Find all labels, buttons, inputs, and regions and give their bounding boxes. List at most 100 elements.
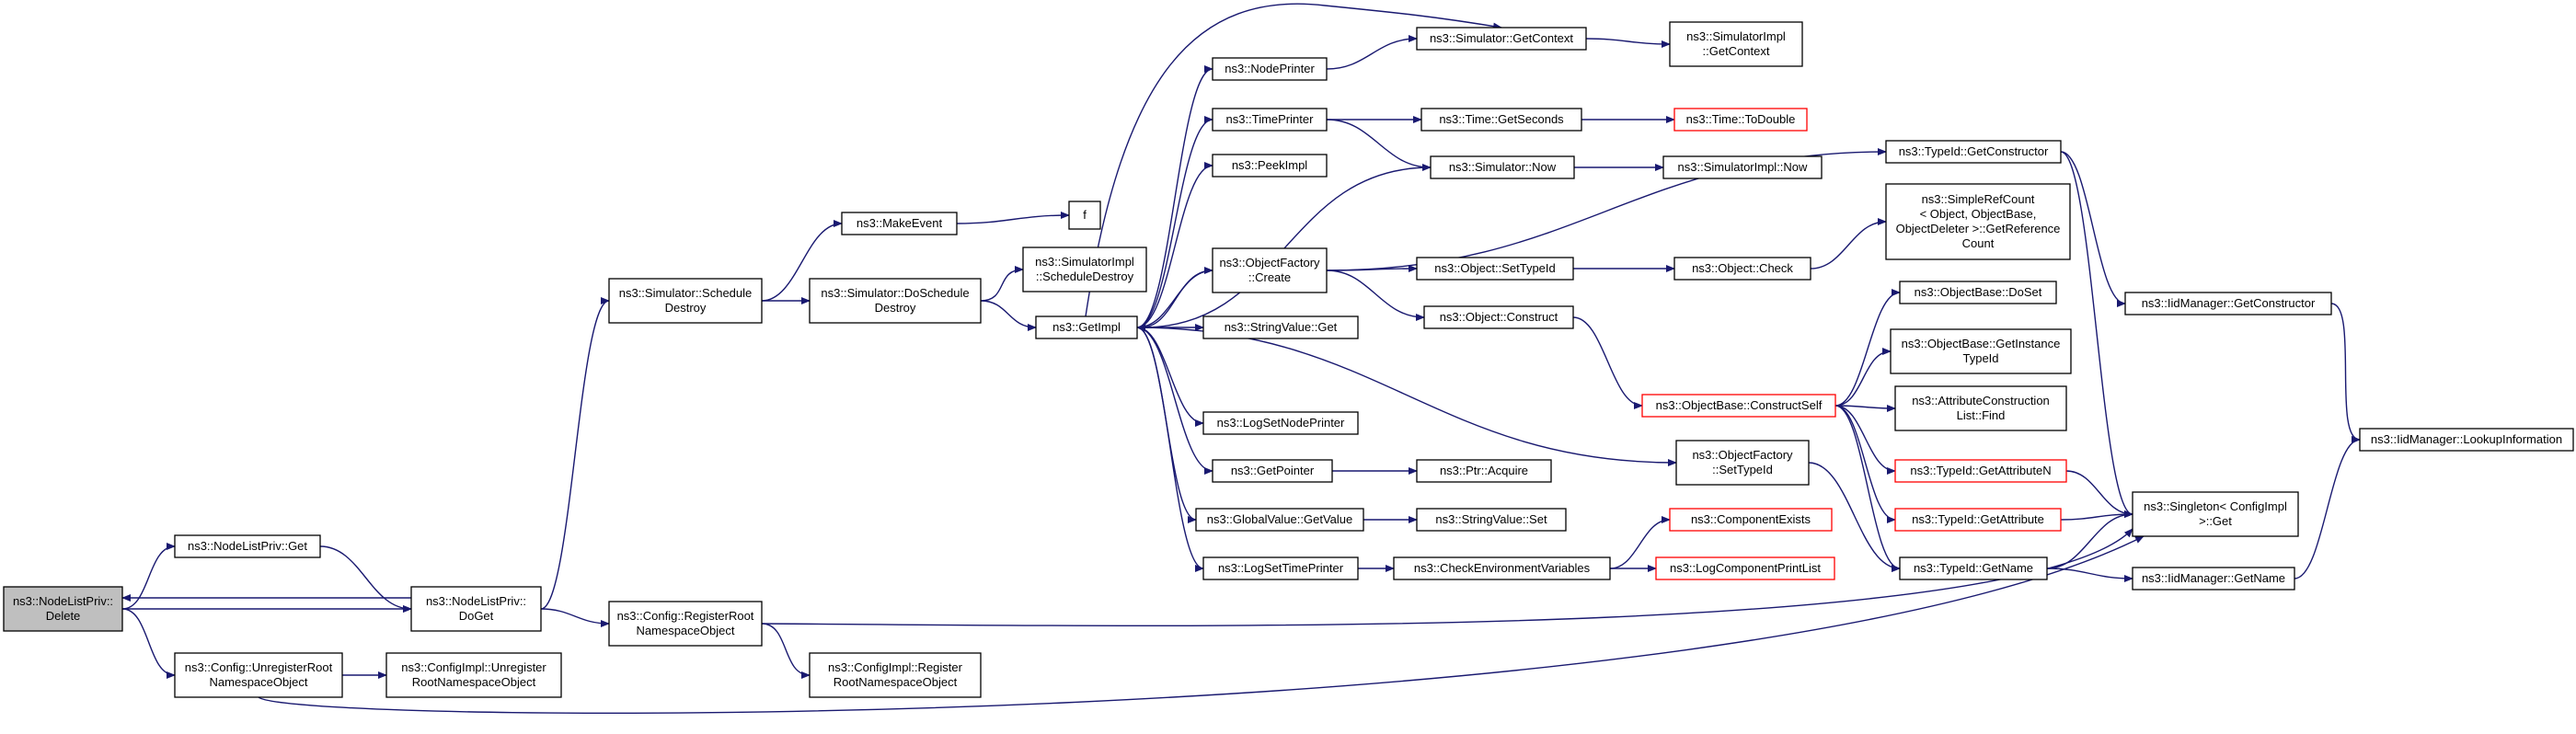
node-unreg[interactable]: ns3::Config::UnregisterRootNamespaceObje…	[174, 652, 343, 698]
node-doget[interactable]: ns3::NodeListPriv::DoGet	[410, 586, 542, 632]
node-getimpl-box[interactable]	[1035, 315, 1138, 339]
node-tidgetctor-box[interactable]	[1885, 140, 2062, 164]
node-ciunreg-box[interactable]	[385, 652, 562, 698]
node-iidgetname-box[interactable]	[2132, 567, 2295, 591]
node-doschedd-box[interactable]	[809, 278, 982, 324]
node-strvalset-box[interactable]	[1416, 508, 1567, 532]
node-logsettime-box[interactable]	[1202, 556, 1359, 580]
node-timeprinter-box[interactable]	[1212, 108, 1328, 132]
node-obdoset[interactable]: ns3::ObjectBase::DoSet	[1899, 281, 2057, 304]
node-checkenv[interactable]: ns3::CheckEnvironmentVariables	[1393, 556, 1611, 580]
node-logsettime[interactable]: ns3::LogSetTimePrinter	[1202, 556, 1359, 580]
node-peekimpl-box[interactable]	[1212, 154, 1328, 178]
node-timegetsec-box[interactable]	[1420, 108, 1582, 132]
node-unreg-box[interactable]	[174, 652, 343, 698]
node-regroot-box[interactable]	[608, 601, 763, 647]
node-simplerefcount[interactable]: ns3::SimpleRefCount< Object, ObjectBase,…	[1885, 183, 2071, 260]
node-schedd[interactable]: ns3::Simulator::ScheduleDestroy	[608, 278, 763, 324]
node-getimpl[interactable]: ns3::GetImpl	[1035, 315, 1138, 339]
node-timetodouble-box[interactable]	[1673, 108, 1808, 132]
node-timeprinter[interactable]: ns3::TimePrinter	[1212, 108, 1328, 132]
node-objcheck-box[interactable]	[1673, 257, 1811, 281]
node-cireg-box[interactable]	[809, 652, 982, 698]
node-checkenv-box[interactable]	[1393, 556, 1611, 580]
node-gvgetvalue[interactable]: ns3::GlobalValue::GetValue	[1195, 508, 1364, 532]
node-obconstructself[interactable]: ns3::ObjectBase::ConstructSelf	[1641, 394, 1836, 418]
node-simplerefcount-box[interactable]	[1885, 183, 2071, 260]
node-tidgetctor[interactable]: ns3::TypeId::GetConstructor	[1885, 140, 2062, 164]
node-objcheck[interactable]: ns3::Object::Check	[1673, 257, 1811, 281]
node-simnow[interactable]: ns3::Simulator::Now	[1430, 155, 1575, 179]
node-doget-box[interactable]	[410, 586, 542, 632]
node-iidlookup-box[interactable]	[2359, 428, 2574, 452]
node-getpointer-box[interactable]	[1212, 459, 1333, 483]
node-logsetnode[interactable]: ns3::LogSetNodePrinter	[1202, 411, 1359, 435]
node-ofcreate[interactable]: ns3::ObjectFactory::Create	[1212, 247, 1328, 293]
node-logsetnode-box[interactable]	[1202, 411, 1359, 435]
node-ptracquire-box[interactable]	[1416, 459, 1552, 483]
node-simgetctx[interactable]: ns3::Simulator::GetContext	[1416, 27, 1587, 51]
node-obconstructself-box[interactable]	[1641, 394, 1836, 418]
node-logcompprint[interactable]: ns3::LogComponentPrintList	[1655, 556, 1835, 580]
node-makeevent-box[interactable]	[841, 212, 958, 235]
node-peekimpl[interactable]: ns3::PeekImpl	[1212, 154, 1328, 178]
node-ciunreg[interactable]: ns3::ConfigImpl::UnregisterRootNamespace…	[385, 652, 562, 698]
node-f-box[interactable]	[1068, 201, 1101, 230]
node-objconstruct[interactable]: ns3::Object::Construct	[1423, 305, 1574, 329]
node-getpointer[interactable]: ns3::GetPointer	[1212, 459, 1333, 483]
node-objsettid[interactable]: ns3::Object::SetTypeId	[1416, 257, 1574, 281]
node-ofsettid-box[interactable]	[1675, 440, 1810, 486]
node-simgetctx-box[interactable]	[1416, 27, 1587, 51]
node-timegetsec[interactable]: ns3::Time::GetSeconds	[1420, 108, 1582, 132]
node-simimplnow-box[interactable]	[1662, 155, 1823, 179]
node-nlpget-box[interactable]	[174, 534, 321, 558]
node-singleton-box[interactable]	[2132, 491, 2299, 537]
node-objconstruct-box[interactable]	[1423, 305, 1574, 329]
node-simimplsd-box[interactable]	[1022, 247, 1147, 292]
node-makeevent[interactable]: ns3::MakeEvent	[841, 212, 958, 235]
node-simnow-box[interactable]	[1430, 155, 1575, 179]
node-obdoset-box[interactable]	[1899, 281, 2057, 304]
node-simimplgetctx-box[interactable]	[1669, 21, 1803, 67]
node-simimplnow[interactable]: ns3::SimulatorImpl::Now	[1662, 155, 1823, 179]
node-tidgetname[interactable]: ns3::TypeId::GetName	[1899, 556, 2048, 580]
node-schedd-box[interactable]	[608, 278, 763, 324]
node-compexists[interactable]: ns3::ComponentExists	[1669, 508, 1833, 532]
node-singleton[interactable]: ns3::Singleton< ConfigImpl>::Get	[2132, 491, 2299, 537]
node-f[interactable]: f	[1068, 201, 1101, 230]
node-strvalset[interactable]: ns3::StringValue::Set	[1416, 508, 1567, 532]
node-strvalget-box[interactable]	[1202, 315, 1359, 339]
node-iidlookup[interactable]: ns3::IidManager::LookupInformation	[2359, 428, 2574, 452]
node-strvalget[interactable]: ns3::StringValue::Get	[1202, 315, 1359, 339]
node-nodeprinter-box[interactable]	[1212, 57, 1328, 81]
node-root[interactable]: ns3::NodeListPriv::Delete	[3, 586, 123, 632]
node-gvgetvalue-box[interactable]	[1195, 508, 1364, 532]
node-acfind-box[interactable]	[1894, 385, 2067, 431]
node-iidgetctor[interactable]: ns3::IidManager::GetConstructor	[2124, 292, 2332, 315]
node-tidgetattrn[interactable]: ns3::TypeId::GetAttributeN	[1894, 459, 2067, 483]
node-logcompprint-box[interactable]	[1655, 556, 1835, 580]
node-tidgetattr-box[interactable]	[1894, 508, 2062, 532]
node-cireg[interactable]: ns3::ConfigImpl::RegisterRootNamespaceOb…	[809, 652, 982, 698]
node-nodeprinter[interactable]: ns3::NodePrinter	[1212, 57, 1328, 81]
node-timetodouble[interactable]: ns3::Time::ToDouble	[1673, 108, 1808, 132]
node-ofcreate-box[interactable]	[1212, 247, 1328, 293]
node-tidgetname-box[interactable]	[1899, 556, 2048, 580]
node-objsettid-box[interactable]	[1416, 257, 1574, 281]
node-tidgetattrn-box[interactable]	[1894, 459, 2067, 483]
node-nlpget[interactable]: ns3::NodeListPriv::Get	[174, 534, 321, 558]
node-simimplgetctx[interactable]: ns3::SimulatorImpl::GetContext	[1669, 21, 1803, 67]
node-tidgetattr[interactable]: ns3::TypeId::GetAttribute	[1894, 508, 2062, 532]
node-compexists-box[interactable]	[1669, 508, 1833, 532]
node-ptracquire[interactable]: ns3::Ptr::Acquire	[1416, 459, 1552, 483]
node-root-box[interactable]	[3, 586, 123, 632]
node-simimplsd[interactable]: ns3::SimulatorImpl::ScheduleDestroy	[1022, 247, 1147, 292]
node-ofsettid[interactable]: ns3::ObjectFactory::SetTypeId	[1675, 440, 1810, 486]
node-iidgetname[interactable]: ns3::IidManager::GetName	[2132, 567, 2295, 591]
node-iidgetctor-box[interactable]	[2124, 292, 2332, 315]
node-obgetinstance-box[interactable]	[1890, 328, 2072, 374]
